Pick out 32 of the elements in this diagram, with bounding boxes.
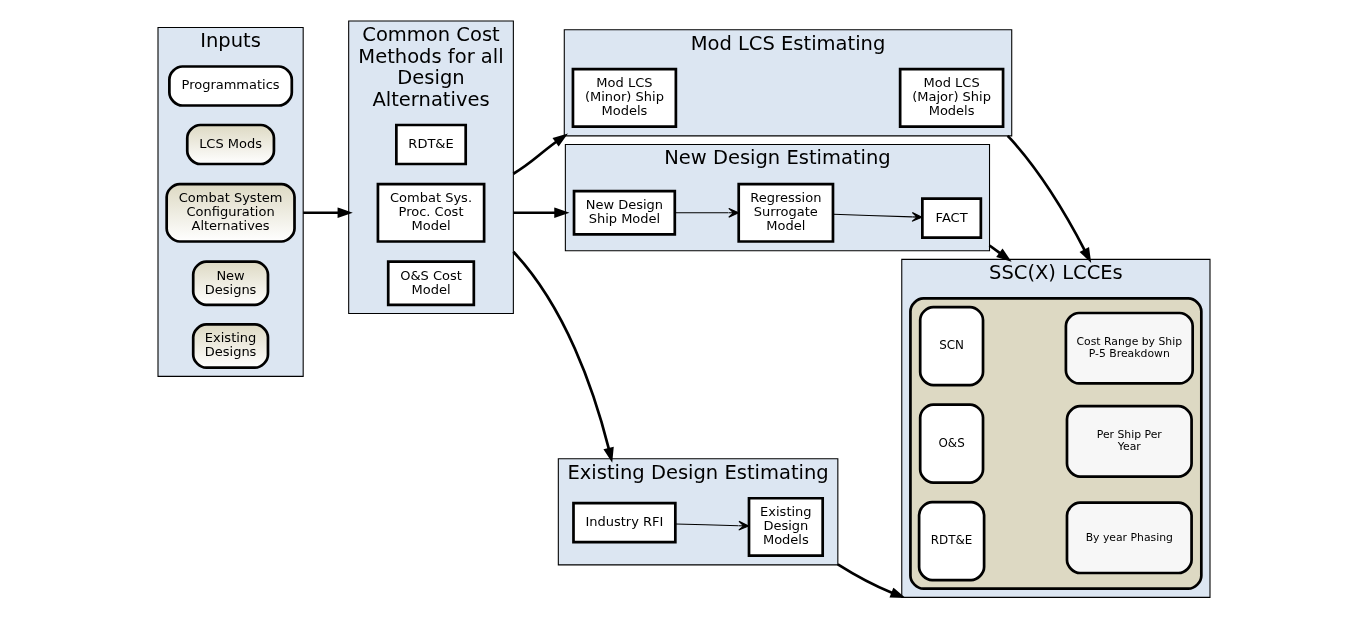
node-box: Combat System Configuration Alternatives xyxy=(164,182,296,243)
node-box: Existing Design Models xyxy=(747,496,824,558)
node-box: Industry RFI xyxy=(571,501,677,544)
arrow xyxy=(302,207,353,219)
arrow xyxy=(674,207,739,218)
arrow xyxy=(832,212,922,222)
node-box: O&S Cost Model xyxy=(386,260,475,307)
arrow xyxy=(674,520,749,531)
node-box: Programmatics xyxy=(167,65,293,107)
node-box: Per Ship Per Year xyxy=(1065,404,1193,478)
node-box: Mod LCS (Major) Ship Models xyxy=(898,67,1004,128)
node-box: Combat Sys. Proc. Cost Model xyxy=(376,182,485,243)
arrow xyxy=(988,244,1012,262)
arrow xyxy=(512,207,569,219)
node-box: FACT xyxy=(920,197,982,240)
node-box: New Design Ship Model xyxy=(572,189,676,236)
node-box: RDT&E xyxy=(394,123,467,166)
arrow xyxy=(836,563,906,599)
arrow xyxy=(511,250,614,463)
node-box: LCS Mods xyxy=(185,123,275,166)
node-box: Cost Range by Ship P-5 Breakdown xyxy=(1064,311,1194,385)
node-box: O&S xyxy=(918,403,984,484)
node-box: Regression Surrogate Model xyxy=(736,182,834,243)
arrow xyxy=(512,133,568,175)
node-box: By year Phasing xyxy=(1065,501,1193,575)
node-box: RDT&E xyxy=(917,500,985,582)
node-box: New Designs xyxy=(191,260,269,307)
node-box: Mod LCS (Minor) Ship Models xyxy=(571,67,677,128)
node-box: SCN xyxy=(918,305,984,387)
arrow xyxy=(1006,134,1091,263)
cluster xyxy=(908,297,1203,591)
node-box: Existing Designs xyxy=(191,323,269,370)
